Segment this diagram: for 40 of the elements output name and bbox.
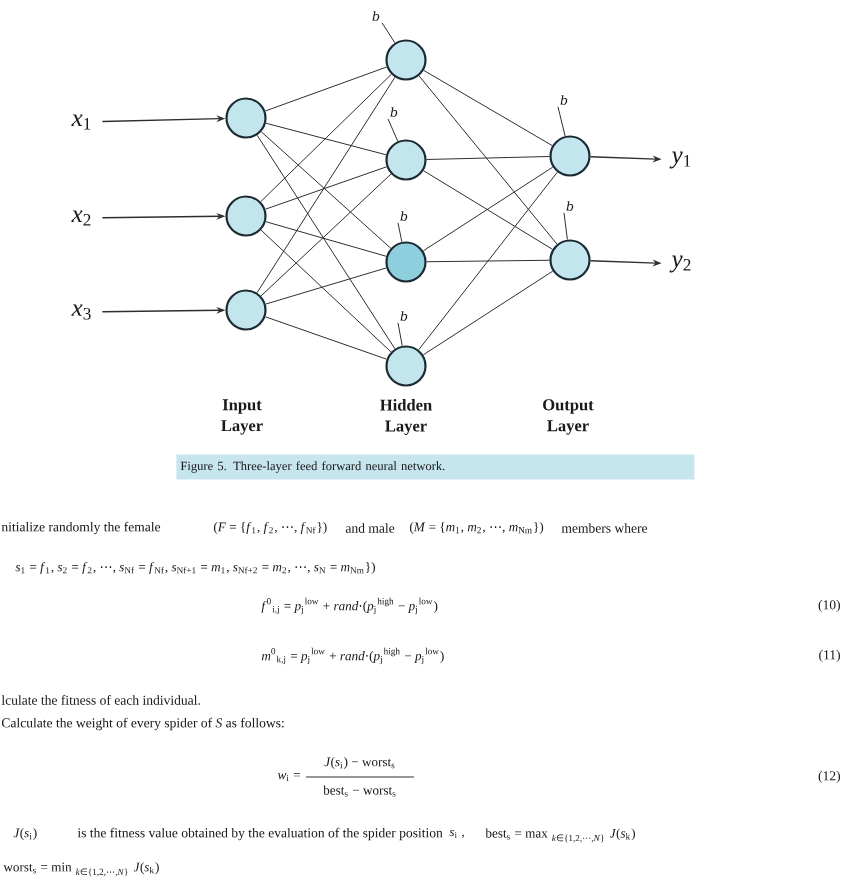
neuron-circle <box>225 289 267 331</box>
bias-line <box>563 212 568 241</box>
connection-line <box>423 69 553 147</box>
connection-line <box>264 66 388 112</box>
neuron-circle <box>549 239 591 281</box>
bias-line <box>557 106 566 137</box>
connection-line <box>265 122 387 156</box>
variable-label: y$_{1}$ <box>669 151 691 169</box>
connection-line <box>426 156 550 160</box>
connection-line <box>260 131 392 249</box>
variable-label: x$_{1}$ <box>71 114 91 130</box>
connection-line <box>260 73 392 203</box>
connection-line <box>260 173 392 297</box>
bias-line <box>387 118 399 142</box>
connection-line <box>260 229 392 353</box>
connection-line <box>256 76 396 294</box>
neuron-circle <box>385 139 427 181</box>
bias-line <box>397 322 403 347</box>
neuron-circle <box>225 97 267 139</box>
neuron-circle <box>225 195 267 237</box>
variable-label: y$_{2}$ <box>669 255 691 273</box>
neuron-circle <box>385 39 427 81</box>
connection-line <box>265 267 387 305</box>
bias-line <box>397 222 403 243</box>
neuron-circle <box>385 241 427 283</box>
connection-line <box>256 134 396 350</box>
neuron-circle <box>549 135 591 177</box>
variable-label: x$_{3}$ <box>71 304 91 320</box>
connection-line <box>264 166 388 210</box>
layer-label: Input Layer <box>221 399 263 435</box>
layer-label: Output Layer <box>543 399 594 435</box>
connection-line <box>264 316 388 360</box>
connection-line <box>422 270 554 356</box>
variable-label: x$_{2}$ <box>71 210 91 226</box>
connection-line <box>418 75 558 245</box>
connection-line <box>426 259 550 263</box>
connection-line <box>265 221 387 257</box>
neuron-circle <box>385 345 427 387</box>
bias-line <box>381 22 396 44</box>
connection-line <box>418 171 558 351</box>
